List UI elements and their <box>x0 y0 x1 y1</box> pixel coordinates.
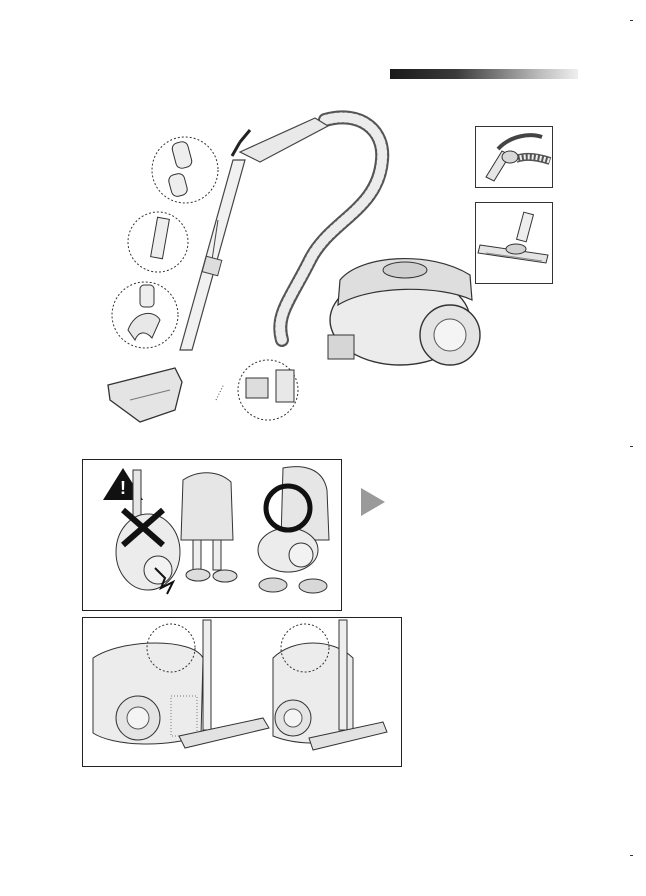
section-header-bar <box>390 69 578 79</box>
caution-panel: ! <box>82 459 342 611</box>
warning-exclamation: ! <box>103 478 143 499</box>
vacuum-assembly-illustration <box>100 100 500 430</box>
storage-illustration <box>83 618 401 766</box>
dusting-brush-inset <box>475 126 553 188</box>
floor-nozzle-icon <box>476 203 552 283</box>
crop-mark <box>630 20 633 21</box>
crop-mark <box>630 446 633 447</box>
storage-panel <box>82 617 402 767</box>
crop-mark <box>630 855 633 856</box>
dusting-brush-icon <box>476 127 552 187</box>
floor-nozzle-inset <box>475 202 553 284</box>
play-arrow-icon <box>360 487 386 517</box>
